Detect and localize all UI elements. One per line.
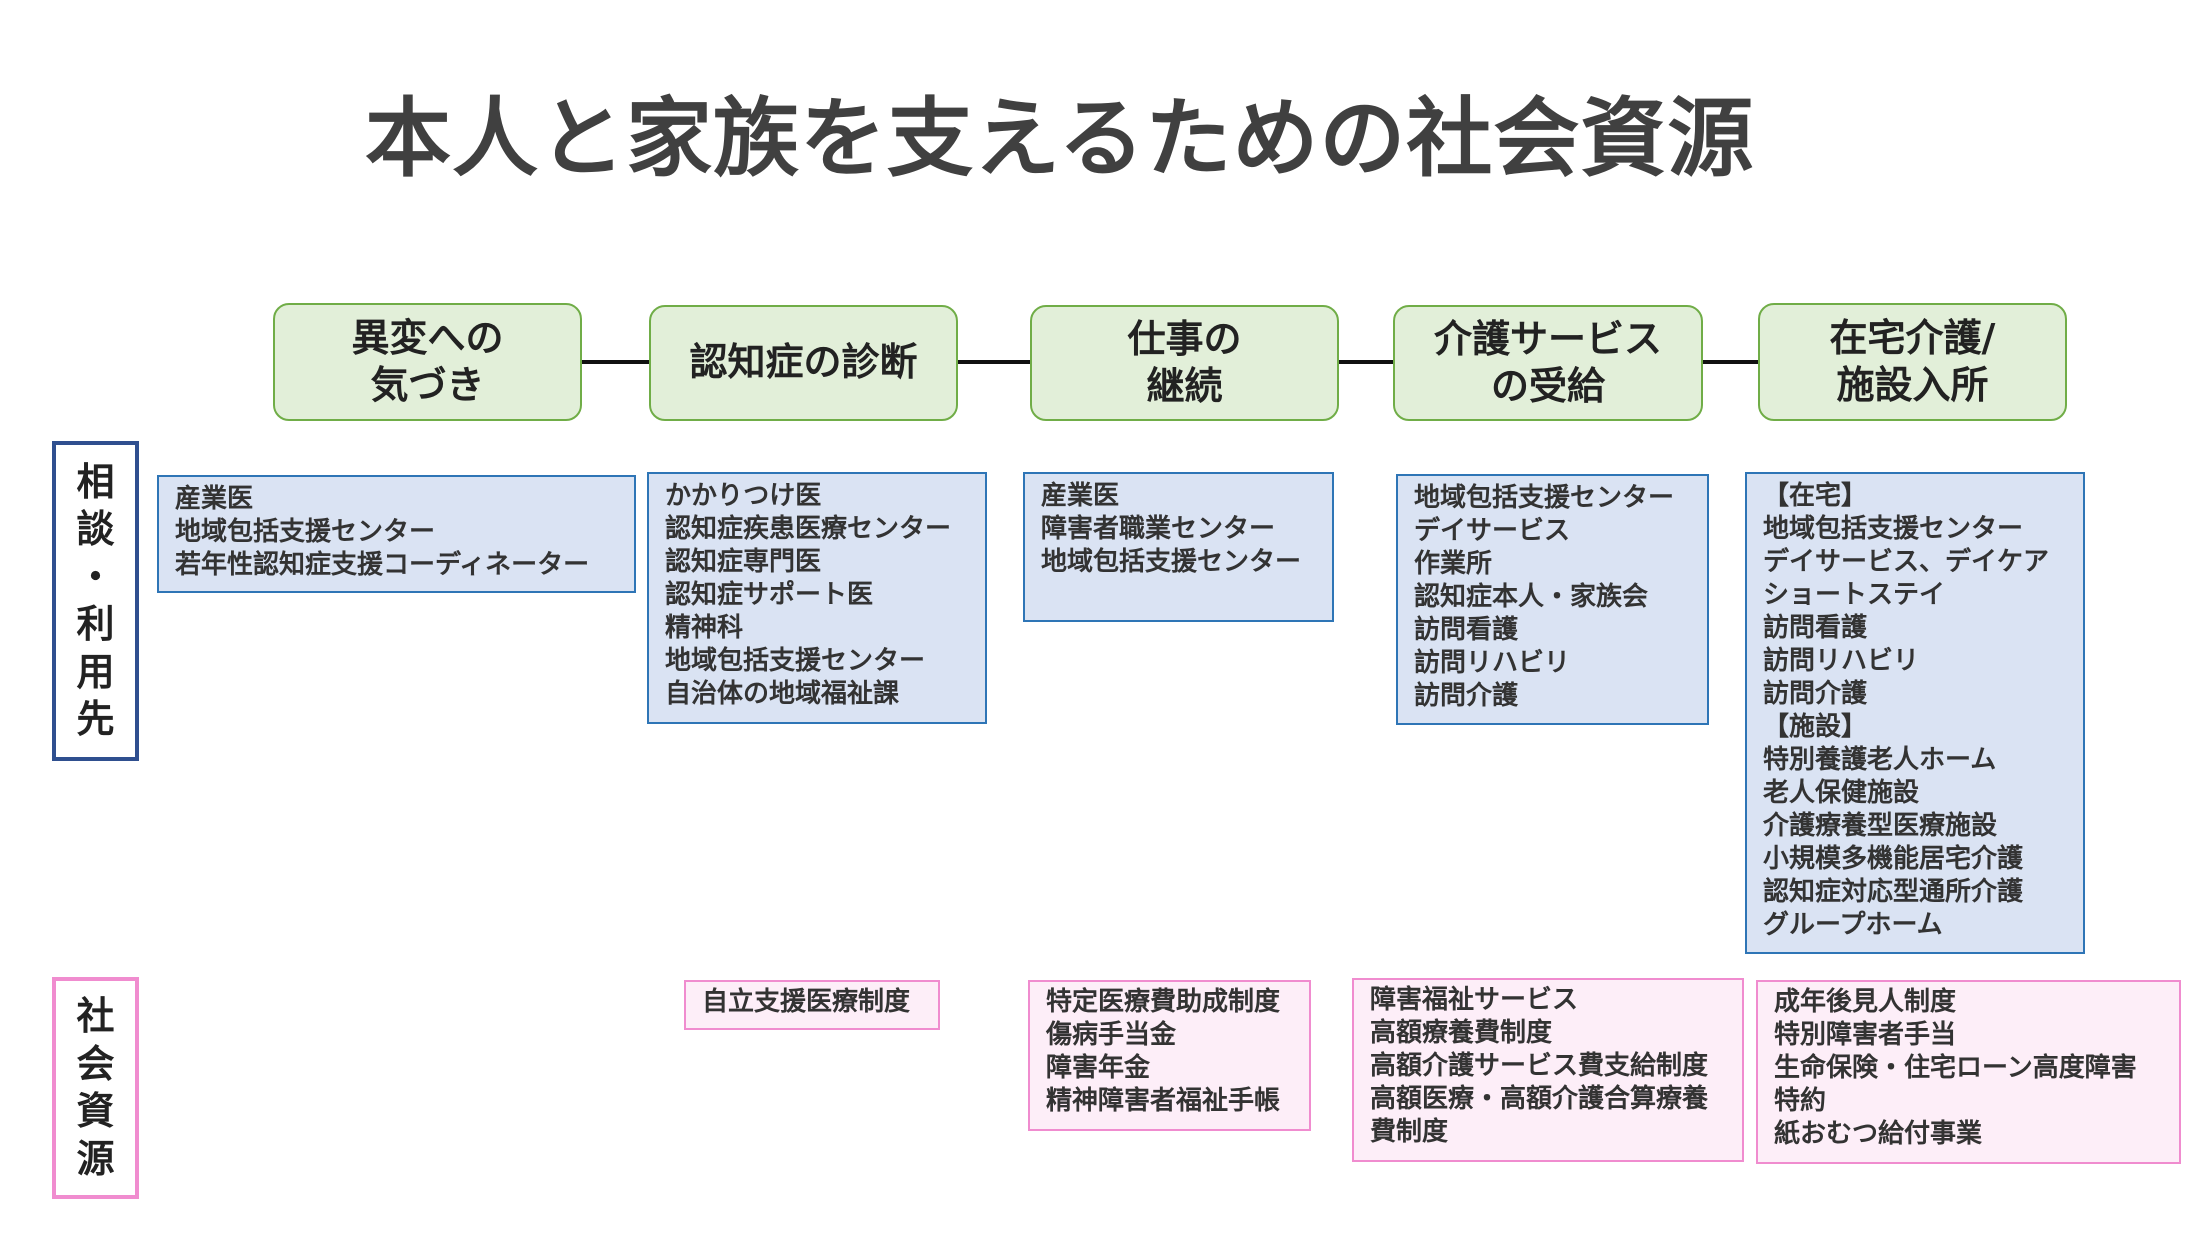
list-item: 地域包括支援センター [665,646,926,676]
list-item: 訪問リハビリ [1414,648,1571,678]
list-item: 訪問介護 [1763,679,1868,709]
social-box-home-facility: 成年後見人制度 特別障害者手当 生命保険・住宅ローン高度障害 特約 紙おむつ給付… [1756,980,2181,1164]
list-item: 地域包括支援センター [1414,483,1675,513]
list-item: 精神障害者福祉手帳 [1046,1086,1281,1116]
list-item: 若年性認知症支援コーディネーター [175,550,590,580]
row-label-char: 談 [76,507,115,551]
stage-diagnosis: 認知症の診断 [649,305,958,421]
row-label-char: ・ [76,554,115,599]
list-item: 【施設】 [1763,712,1868,742]
stage-awareness: 異変への 気づき [273,303,582,421]
connector-line [1702,360,1759,364]
consult-box-diagnosis: かかりつけ医 認知症疾患医療センター 認知症専門医 認知症サポート医 精神科 地… [647,472,987,724]
consult-box-home-facility: 【在宅】 地域包括支援センター デイサービス、デイケア ショートステイ 訪問看護… [1745,472,2085,954]
list-item: 高額療養費制度 [1370,1018,1553,1048]
row-label-char: 資 [76,1089,115,1133]
social-box-diagnosis: 自立支援医療制度 [684,980,940,1030]
connector-line [957,360,1030,364]
consult-box-awareness: 産業医 地域包括支援センター 若年性認知症支援コーディネーター [157,475,636,593]
stage-work-continuation: 仕事の 継続 [1030,305,1339,421]
list-item: 訪問看護 [1414,615,1519,645]
list-item: 訪問介護 [1414,681,1519,711]
list-item: 自立支援医療制度 [702,987,911,1017]
list-item: 【在宅】 [1763,481,1868,511]
list-item: グループホーム [1763,910,1943,940]
row-label-char: 相 [76,459,115,504]
list-item: 産業医 [1041,481,1120,511]
row-label-consultation: 相 談 ・ 利 用 先 [52,441,139,761]
list-item: デイサービス、デイケア [1763,547,2050,577]
connector-line [1338,360,1394,364]
list-item: 障害福祉サービス [1370,985,1579,1015]
social-box-care-services: 障害福祉サービス 高額療養費制度 高額介護サービス費支給制度 高額医療・高額介護… [1352,978,1744,1162]
list-item: 認知症疾患医療センター [665,514,952,544]
consult-box-care-services: 地域包括支援センター デイサービス 作業所 認知症本人・家族会 訪問看護 訪問リ… [1396,474,1709,725]
list-item: 障害年金 [1046,1053,1151,1083]
list-item: 費制度 [1370,1117,1449,1147]
stage-care-services: 介護サービス の受給 [1393,305,1703,421]
list-item: 成年後見人制度 [1774,987,1957,1017]
list-item: 地域包括支援センター [1041,547,1302,577]
list-item: かかりつけ医 [665,481,822,511]
list-item: 高額医療・高額介護合算療養 [1370,1084,1709,1114]
list-item: 小規模多機能居宅介護 [1763,844,2024,874]
list-item: 認知症サポート医 [665,580,874,610]
list-item: 地域包括支援センター [175,517,436,547]
list-item: 地域包括支援センター [1763,514,2024,544]
list-item: 特定医療費助成制度 [1046,987,1281,1017]
list-item: 認知症専門医 [665,547,822,577]
row-label-char: 先 [76,697,115,741]
consult-box-work: 産業医 障害者職業センター 地域包括支援センター [1023,472,1334,622]
stage-home-facility-care: 在宅介護/ 施設入所 [1758,303,2067,421]
social-box-work: 特定医療費助成制度 傷病手当金 障害年金 精神障害者福祉手帳 [1028,980,1311,1131]
list-item: 生命保険・住宅ローン高度障害 [1774,1053,2137,1083]
page-title: 本人と家族を支えるための社会資源 [365,89,1755,189]
list-item: 高額介護サービス費支給制度 [1370,1051,1709,1081]
list-item: 老人保健施設 [1763,778,1920,808]
list-item: 紙おむつ給付事業 [1774,1119,1983,1149]
list-item: 認知症対応型通所介護 [1763,877,2024,907]
row-label-social-resources: 社 会 資 源 [52,977,139,1199]
row-label-char: 源 [76,1136,115,1181]
list-item: 傷病手当金 [1046,1020,1177,1050]
row-label-char: 会 [76,1041,115,1086]
list-item: 産業医 [175,484,254,514]
list-item: 作業所 [1414,549,1493,579]
list-item: 介護療養型医療施設 [1763,811,1998,841]
list-item: 訪問看護 [1763,613,1868,643]
row-label-char: 用 [76,649,115,694]
list-item: デイサービス [1414,516,1571,546]
list-item: 特約 [1774,1086,1827,1116]
list-item: 自治体の地域福祉課 [665,679,900,709]
list-item: 特別障害者手当 [1774,1020,1957,1050]
row-label-char: 社 [76,994,115,1038]
row-label-char: 利 [76,602,115,646]
list-item: 障害者職業センター [1041,514,1276,544]
list-item: 認知症本人・家族会 [1414,582,1649,612]
list-item: 精神科 [665,613,744,643]
list-item: 特別養護老人ホーム [1763,745,1997,775]
connector-line [580,360,650,364]
list-item: 訪問リハビリ [1763,646,1920,676]
list-item: ショートステイ [1763,580,1946,610]
